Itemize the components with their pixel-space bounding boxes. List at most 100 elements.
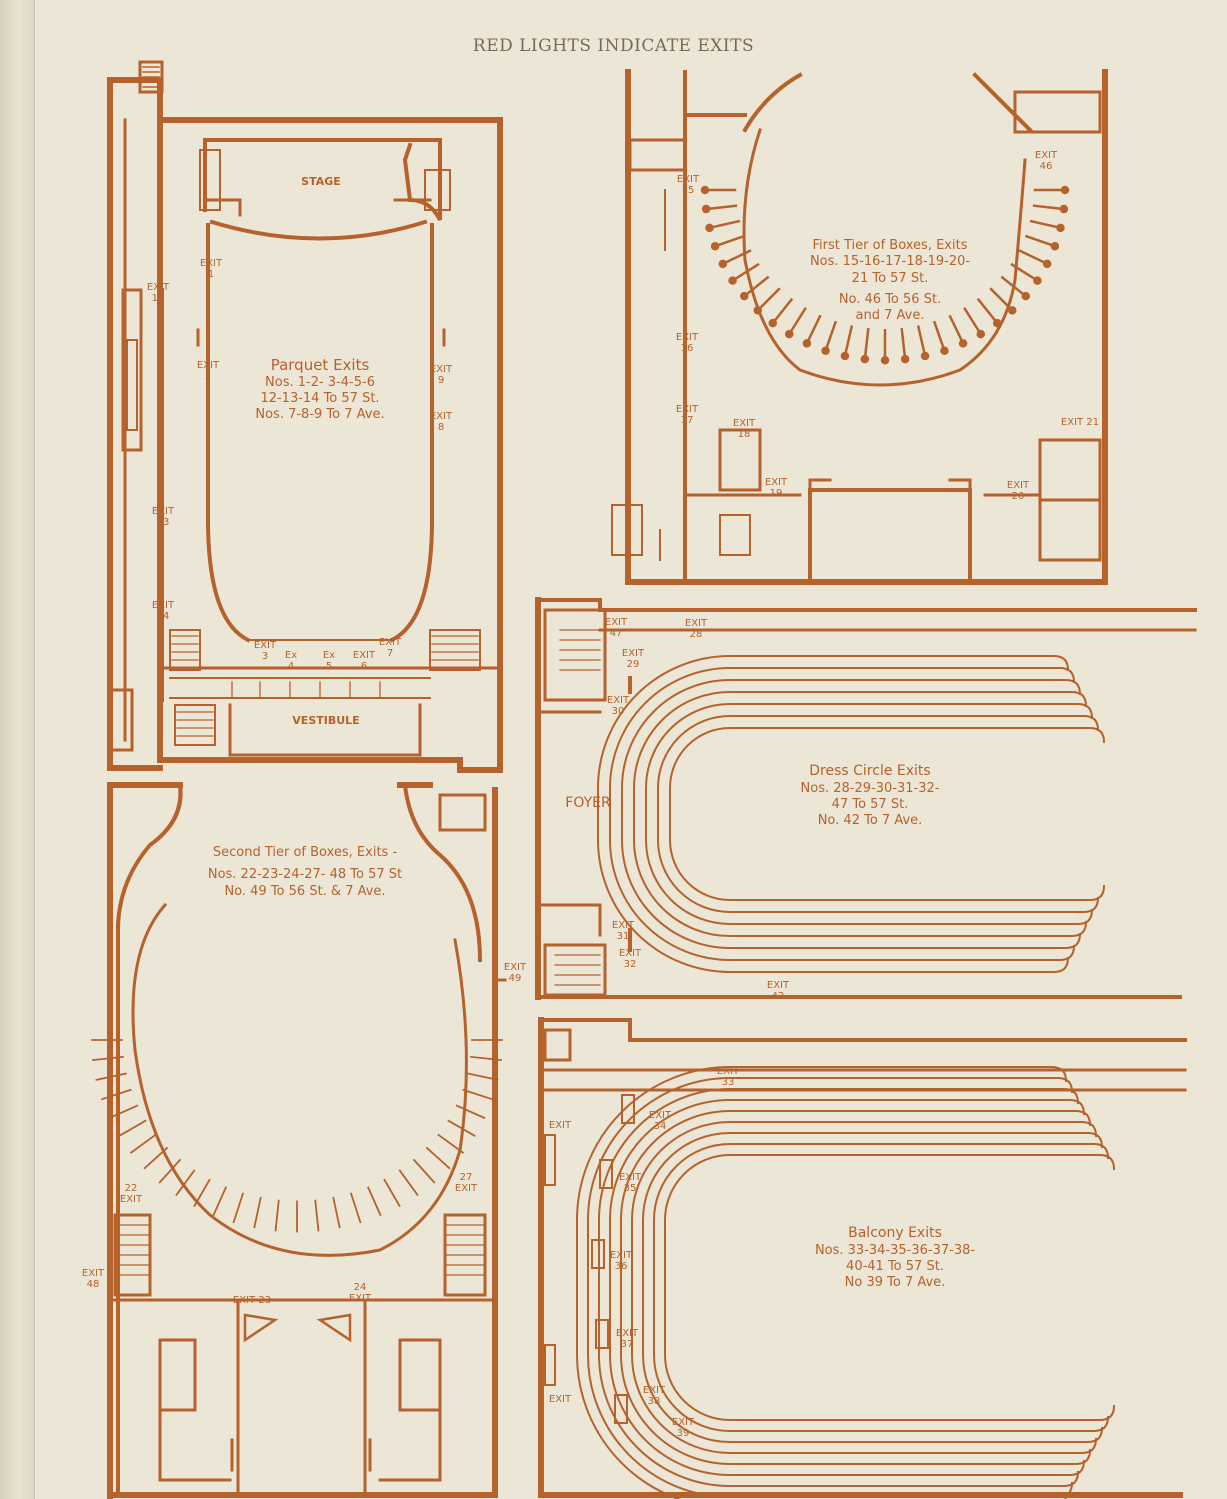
exit-28-label: EXIT 28 (684, 618, 708, 640)
exit-23-label: EXIT 23 (232, 1295, 272, 1306)
stage-label: STAGE (301, 175, 341, 188)
balcony-row (609, 1099, 1071, 1476)
dress-circle-line2: 47 To 57 St. (831, 796, 909, 812)
exit-16-label: EXIT 16 (675, 332, 699, 354)
balcony-line2: 40-41 To 57 St. (846, 1258, 944, 1274)
box-seat-mark (880, 356, 890, 365)
exit-35-label: EXIT 35 (618, 1172, 642, 1194)
box-seat-mark (860, 354, 870, 364)
exit-37-label: EXIT 37 (615, 1328, 639, 1350)
balcony-line1: Nos. 33-34-35-36-37-38- (814, 1242, 976, 1258)
box-partition (314, 1199, 320, 1232)
exit-39-label: EXIT 39 (671, 1417, 695, 1439)
dress-circle-row (645, 703, 1079, 925)
parquet-line3: Nos. 7-8-9 To 7 Ave. (255, 407, 385, 423)
box-partition (108, 1104, 139, 1120)
exit-38-label: EXIT 38 (642, 1385, 666, 1407)
box-partition (383, 1178, 401, 1208)
box-partition (95, 1072, 127, 1081)
exit-9-label: EXIT 9 (429, 364, 453, 386)
box-partition (1032, 204, 1064, 211)
box-partition (349, 1192, 362, 1224)
first-tier-line1: Nos. 15-16-17-18-19-20- (809, 254, 971, 270)
dress-circle-row (657, 715, 1085, 913)
dress-circle-row-end (1076, 908, 1094, 926)
box-seat-mark (700, 185, 710, 195)
balcony-rows (576, 1065, 1116, 1499)
balcony-row (653, 1143, 1095, 1432)
box-seat-mark (718, 259, 728, 269)
box-seat-mark (992, 318, 1002, 328)
exit-30-label: EXIT 30 (606, 695, 630, 717)
box-partition (332, 1196, 341, 1229)
balcony-row-end (1056, 1076, 1074, 1094)
exit-17-label: EXIT 17 (675, 404, 699, 426)
first-tier-line3: No. 46 To 56 St. (838, 291, 942, 307)
balcony-row-end (1098, 1404, 1116, 1422)
box-partition (732, 262, 760, 282)
exit-36-label: EXIT 36 (609, 1250, 633, 1272)
box-seat-mark (728, 276, 737, 285)
dress-circle-row-end (1058, 666, 1076, 684)
box-partition (709, 219, 741, 229)
box-partition (757, 287, 781, 311)
box-partition (212, 1186, 228, 1217)
exit-21-label: EXIT 21 (1060, 417, 1100, 428)
balcony-row-end (1092, 1415, 1110, 1433)
balcony-row (587, 1077, 1059, 1498)
box-seat-mark (784, 329, 794, 339)
exit-20-label: EXIT 20 (1006, 480, 1030, 502)
dress-circle-row-end (1052, 956, 1070, 974)
balcony-row-end (1086, 1131, 1104, 1149)
second-tier-line1: Nos. 22-23-24-27- 48 To 57 St (207, 867, 403, 883)
balcony-row-end (1068, 1459, 1086, 1477)
balcony-row-end (1050, 1065, 1068, 1083)
first-tier-plan (611, 69, 1108, 585)
box-partition (963, 307, 982, 335)
first-tier-line4: and 7 Ave. (855, 308, 925, 323)
dress-circle-row-end (1064, 678, 1082, 696)
balcony-row-end (1098, 1153, 1116, 1171)
exit-24-label: 24 EXIT (348, 1282, 372, 1304)
balcony-row (642, 1132, 1089, 1443)
box-partition (129, 1133, 157, 1154)
dress-circle-title: Dress Circle Exits (809, 763, 931, 779)
box-seat-mark (1042, 259, 1052, 269)
box-partition (143, 1146, 169, 1170)
box-partition (976, 297, 998, 324)
box-seat-mark (976, 329, 986, 339)
box-seat-mark (1033, 276, 1042, 285)
box-partition (470, 1055, 502, 1062)
box-partition (744, 275, 770, 297)
first-tier-caption: First Tier of Boxes, Exits Nos. 15-16-17… (790, 238, 990, 324)
balcony-row-end (1074, 1109, 1092, 1127)
balcony-line3: No 39 To 7 Ave. (844, 1275, 946, 1290)
box-partition (824, 320, 838, 351)
box-partition (806, 314, 822, 344)
dress-circle-row (597, 655, 1055, 973)
dress-circle-rows (597, 654, 1106, 974)
balcony-row (620, 1110, 1077, 1465)
box-partition (253, 1196, 262, 1229)
box-seat-mark (900, 354, 910, 364)
exit-27-label: 27 EXIT (454, 1172, 478, 1194)
dress-circle-line3: No. 42 To 7 Ave. (817, 813, 923, 828)
exit-49-label: EXIT 49 (503, 962, 527, 984)
box-partition (447, 1119, 476, 1137)
exit-1-label: EXIT 1 (199, 258, 223, 280)
exit-48-label: EXIT 48 (81, 1268, 105, 1290)
balcony-row-end (1092, 1142, 1110, 1160)
exit-7-label: EXIT 7 (378, 637, 402, 659)
dress-circle-row-end (1082, 896, 1100, 914)
box-partition (1000, 275, 1026, 297)
exit-29-label: EXIT 29 (621, 648, 645, 670)
box-seat-mark (840, 351, 850, 361)
box-partition (92, 1055, 124, 1062)
box-partition (788, 307, 807, 335)
exit-33-label: EXIT 33 (716, 1066, 740, 1088)
balcony-row-end (1086, 1426, 1104, 1444)
balcony-row (576, 1066, 1053, 1499)
exit-8-label: EXIT 8 (429, 411, 453, 433)
dress-circle-plan (535, 597, 1197, 1000)
